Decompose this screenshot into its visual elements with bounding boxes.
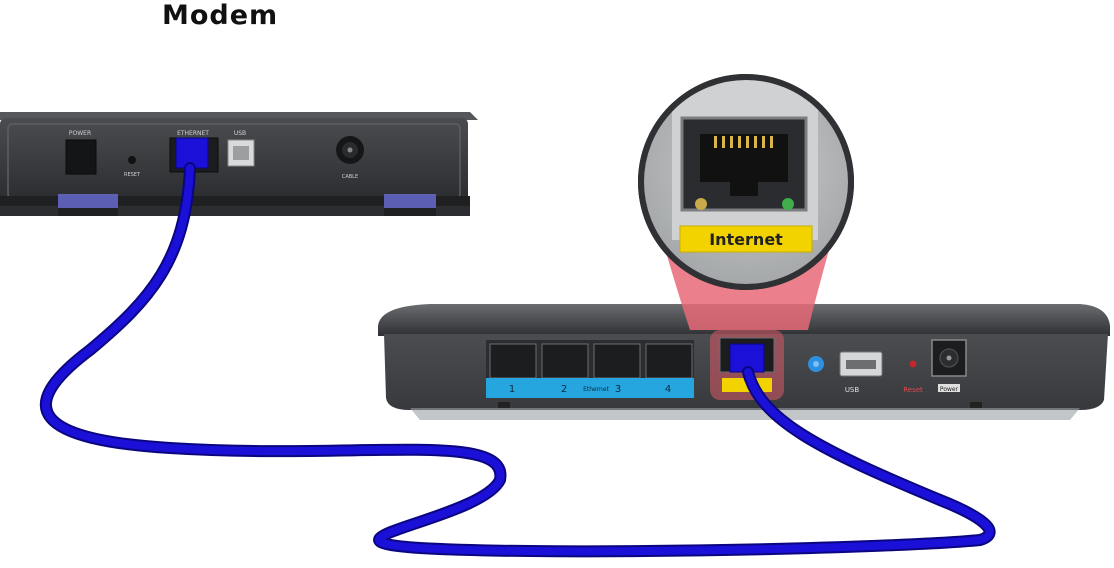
modem-cable-port: CABLE [336,136,364,180]
router-ethernet-ports: 1 2 Ethernet 3 4 [486,340,694,398]
modem-power-port: POWER [65,130,97,175]
router-usb-port: USB [839,351,883,394]
svg-text:USB: USB [845,386,860,394]
router-reset-button: Reset [903,360,923,394]
router-power-port: Power [931,339,967,393]
ethernet-port-4-label: 4 [665,384,671,395]
svg-text:Power: Power [940,386,959,393]
wps-button [808,356,824,372]
svg-text:CABLE: CABLE [342,174,358,180]
modem-device: POWER RESET ETHERNET USB [0,112,478,216]
internet-label: Internet [709,230,783,249]
ethernet-cable [39,137,996,558]
svg-text:USB: USB [234,130,246,137]
ethernet-group-label: Ethernet [583,386,609,393]
modem-reset-button: RESET [124,156,141,178]
svg-text:RESET: RESET [124,172,141,178]
svg-text:Reset: Reset [903,386,923,394]
ethernet-port-3-label: 3 [615,384,621,395]
ethernet-port-1-label: 1 [509,384,515,395]
ethernet-label-bar [486,378,694,398]
svg-text:POWER: POWER [69,130,91,137]
modem-title: Modem [162,0,279,31]
ethernet-port-2-label: 2 [561,384,567,395]
svg-text:ETHERNET: ETHERNET [177,130,209,137]
internet-port-zoom: Internet [638,74,854,290]
modem-usb-port: USB [227,130,255,167]
